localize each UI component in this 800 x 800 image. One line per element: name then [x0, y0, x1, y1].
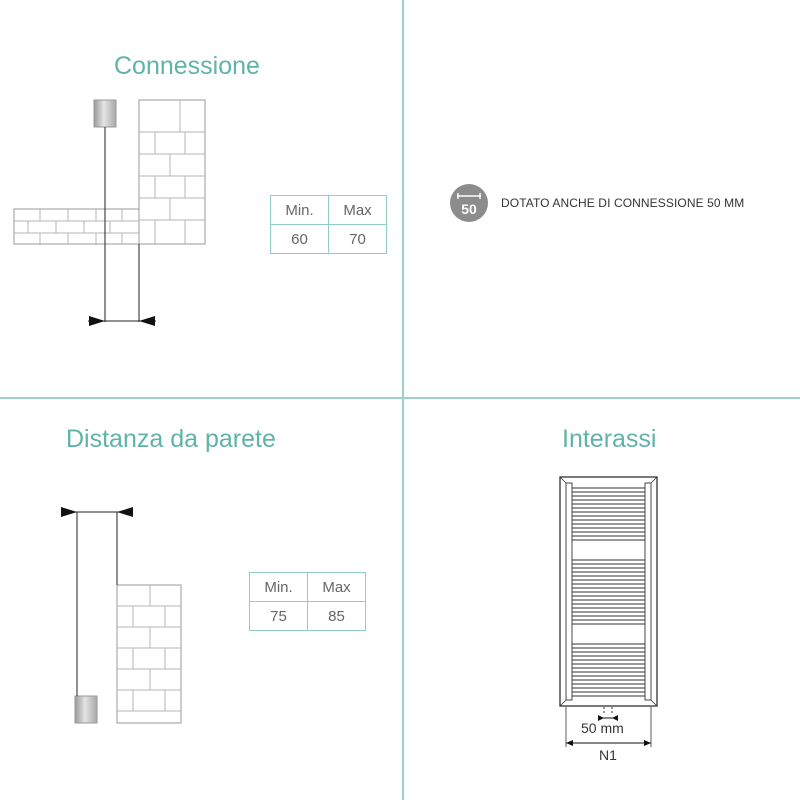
pipe	[74, 695, 98, 724]
connessione-title: Connessione	[114, 52, 260, 80]
svg-text:50: 50	[461, 201, 477, 217]
connessione-table: Min. Max 60 70	[270, 195, 387, 254]
wall-bricks	[116, 584, 182, 724]
connessione-min-value: 60	[270, 224, 329, 254]
distanza-min-header: Min.	[249, 572, 308, 602]
floor-brick-wall	[13, 208, 140, 245]
feature-text: DOTATO ANCHE DI CONNESSIONE 50 MM	[501, 196, 745, 210]
spacing-label: 50 mm	[581, 720, 624, 736]
interassi-title: Interassi	[562, 425, 657, 453]
distanza-table: Min. Max 75 85	[249, 572, 366, 631]
vertical-divider	[402, 0, 404, 800]
vertical-brick-wall	[138, 99, 206, 245]
horizontal-divider	[0, 397, 800, 399]
distanza-max-header: Max	[307, 572, 366, 602]
connessione-min-header: Min.	[270, 195, 329, 225]
connessione-max-header: Max	[328, 195, 387, 225]
connection-50-feature: 50 DOTATO ANCHE DI CONNESSIONE 50 MM	[449, 183, 744, 223]
radiator-left-rail	[565, 482, 573, 701]
radiator-right-rail	[644, 482, 652, 701]
width-label: N1	[599, 747, 617, 763]
connessione-max-value: 70	[328, 224, 387, 254]
connection-50-icon: 50	[450, 184, 488, 222]
distanza-title: Distanza da parete	[66, 425, 276, 453]
radiator-bars	[572, 487, 645, 697]
distanza-max-value: 85	[307, 601, 366, 631]
